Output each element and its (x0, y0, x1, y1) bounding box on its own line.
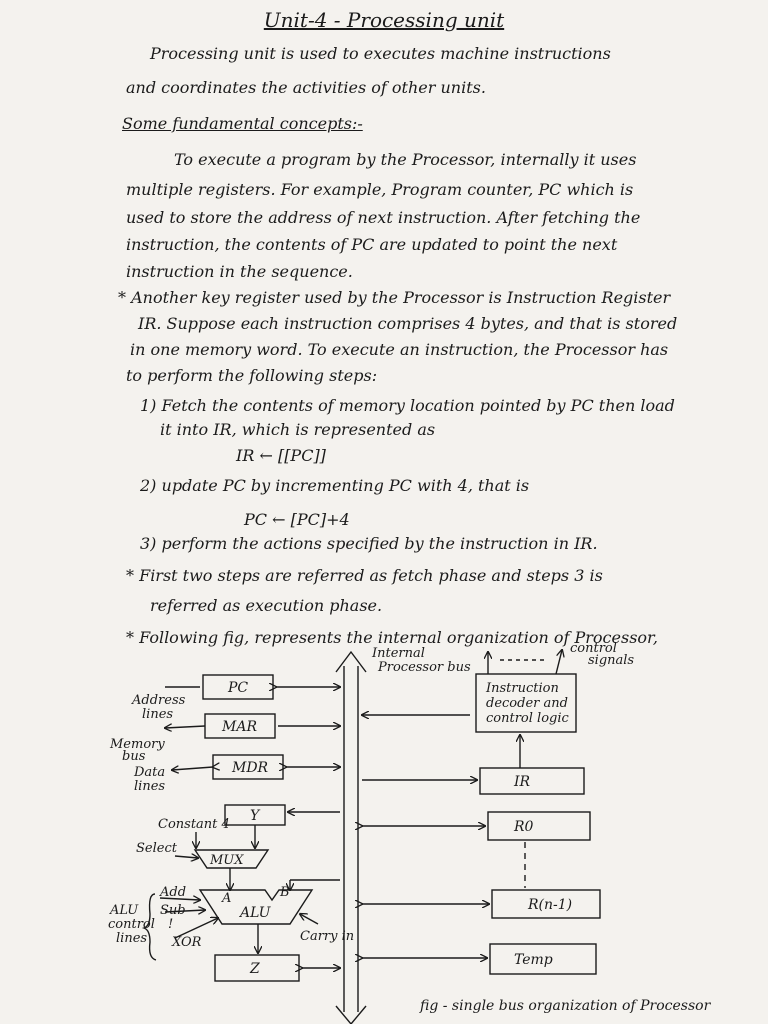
decoder-line-1: Instruction (485, 681, 559, 696)
constant-label: Constant 4 (158, 817, 230, 832)
address-lines-2: lines (142, 707, 173, 722)
para-line-4: instruction, the contents of PC are upda… (126, 235, 618, 254)
control-label-2: signals (588, 653, 634, 668)
alu-op-dots: ! (168, 917, 173, 932)
bullet-1-line-1: * Another key register used by the Proce… (118, 288, 671, 307)
pc-label: PC (227, 680, 248, 696)
ir-label: IR (513, 774, 531, 790)
memory-bus-1: Memory (109, 737, 165, 752)
temp-label: Temp (514, 952, 553, 968)
para-line-3: used to store the address of next instru… (126, 208, 641, 227)
alu-label: ALU (238, 905, 272, 921)
step-2-line: 2) update PC by incrementing PC with 4, … (140, 476, 530, 495)
alu-b-label: B (279, 885, 290, 900)
internal-bus (335, 650, 367, 1024)
alu-op-sub: Sub (160, 903, 186, 918)
alu-control-3: lines (116, 931, 147, 946)
alu-control-2: control (108, 917, 155, 932)
bullet-3-line: * Following fig, represents the internal… (126, 628, 659, 647)
bus-label-2: Processor bus (377, 660, 471, 675)
mux-block (193, 849, 270, 869)
alu-op-add: Add (159, 885, 186, 900)
mar-label: MAR (221, 719, 257, 735)
intro-line-2: and coordinates the activities of other … (126, 78, 486, 97)
para-line-1: To execute a program by the Processor, i… (174, 150, 637, 169)
alu-a-label: A (221, 891, 231, 906)
memory-bus-2: bus (122, 749, 146, 764)
temp-register (489, 943, 597, 975)
intro-line-1: Processing unit is used to executes mach… (150, 44, 611, 63)
step-1-line-2: it into IR, which is represented as (160, 420, 436, 439)
ir-register (479, 767, 585, 795)
r0-label: R0 (513, 819, 534, 835)
step-3-line: 3) perform the actions specified by the … (140, 534, 598, 553)
section-heading: Some fundamental concepts:- (122, 114, 363, 133)
figure-caption: fig - single bus organization of Process… (419, 998, 712, 1014)
alu-block (198, 889, 314, 925)
bullet-1-line-3: in one memory word. To execute an instru… (130, 340, 669, 359)
page-title: Unit-4 - Processing unit (263, 8, 505, 32)
r0-register (487, 811, 591, 841)
para-line-5: instruction in the sequence. (126, 262, 353, 281)
y-label: Y (250, 808, 261, 824)
mdr-label: MDR (231, 760, 269, 776)
control-label-1: control (570, 641, 617, 656)
alu-control-1: ALU (109, 903, 139, 918)
select-label: Select (136, 841, 178, 856)
data-lines-2: lines (134, 779, 165, 794)
equation-increment: PC ← [PC]+4 (244, 510, 350, 529)
equation-fetch: IR ← [[PC]] (236, 446, 326, 465)
rn-register (491, 889, 601, 919)
bullet-1-line-4: to perform the following steps: (126, 366, 378, 385)
z-label: Z (249, 961, 260, 977)
step-1-line-1: 1) Fetch the contents of memory location… (140, 396, 675, 415)
rn-label: R(n-1) (527, 897, 572, 913)
carry-in-label: Carry in (300, 929, 354, 944)
mux-label: MUX (209, 853, 244, 868)
bullet-1-line-2: IR. Suppose each instruction comprises 4… (138, 314, 678, 333)
data-lines-1: Data (133, 765, 165, 780)
address-lines-1: Address (131, 693, 186, 708)
decoder-line-2: decoder and (486, 696, 568, 711)
decoder-block (475, 673, 577, 733)
decoder-line-3: control logic (486, 711, 569, 726)
alu-op-xor: XOR (171, 935, 202, 950)
bus-label-1: Internal (371, 646, 425, 661)
bullet-2-line-1: * First two steps are referred as fetch … (126, 566, 603, 585)
bullet-2-line-2: referred as execution phase. (150, 596, 383, 615)
para-line-2: multiple registers. For example, Program… (126, 180, 634, 199)
